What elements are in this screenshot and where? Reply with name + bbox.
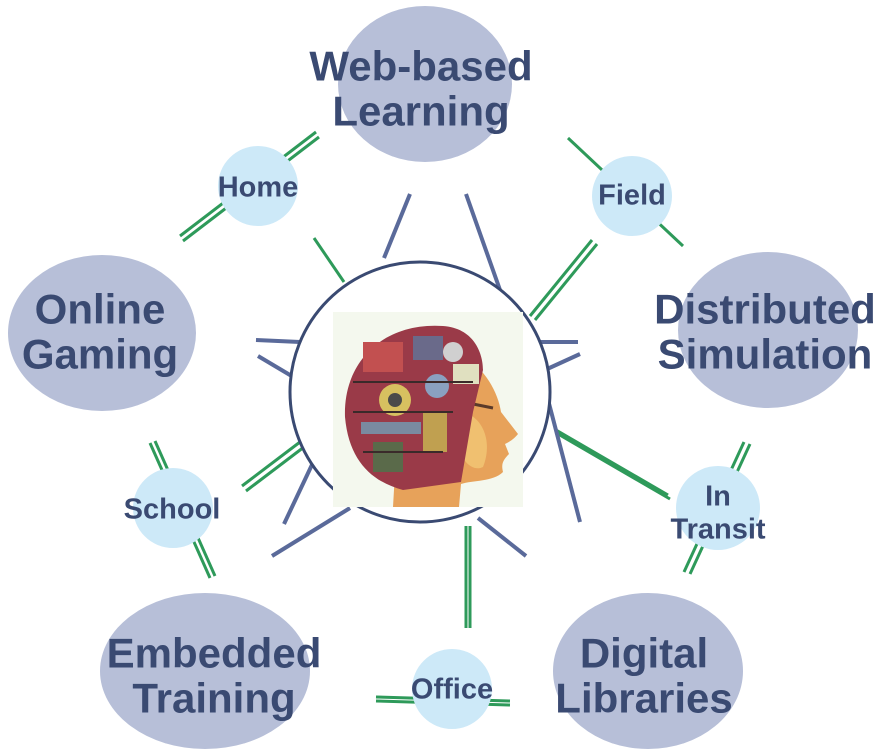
web-based-learning-line1: Web-based — [309, 42, 533, 90]
distributed-simulation-node — [678, 252, 858, 408]
embedded-training-line1: Embedded — [106, 629, 322, 677]
in-transit-label: In Transit — [670, 481, 765, 548]
office-node — [412, 649, 492, 729]
distributed-simulation-line2: Simulation — [657, 331, 873, 378]
field-node — [592, 156, 672, 236]
online-gaming-line2: Gaming — [21, 331, 179, 378]
online-gaming-node — [8, 255, 196, 411]
home-node — [218, 146, 298, 226]
home-label: Home — [217, 171, 299, 204]
embedded-training-node — [100, 593, 310, 749]
brain-machine-head-icon — [333, 312, 523, 507]
embedded-training-label: Embedded Training — [106, 629, 322, 722]
digital-libraries-line2: Libraries — [555, 675, 733, 722]
school-node — [133, 468, 213, 548]
blue-spokes — [255, 193, 582, 558]
digital-libraries-label: Digital Libraries — [555, 629, 733, 722]
distributed-simulation-line1: Distributed — [654, 285, 876, 333]
green-connectors — [148, 130, 752, 707]
digital-libraries-node — [553, 593, 743, 749]
web-based-learning-node — [338, 6, 512, 162]
small-nodes — [133, 146, 760, 729]
embedded-training-line2: Training — [132, 675, 296, 722]
big-nodes — [8, 6, 858, 749]
online-gaming-label: Online Gaming — [21, 285, 179, 378]
digital-libraries-line1: Digital — [579, 629, 709, 677]
web-based-learning-label: Web-based Learning — [309, 42, 533, 135]
field-label: Field — [598, 179, 666, 212]
distributed-simulation-label: Distributed Simulation — [654, 285, 876, 378]
in-transit-node — [676, 466, 760, 550]
online-gaming-line1: Online — [34, 285, 166, 333]
in-transit-line2: Transit — [670, 514, 766, 546]
in-transit-line1: In — [705, 480, 731, 513]
web-based-learning-line2: Learning — [332, 88, 510, 135]
school-label: School — [123, 493, 221, 526]
office-label: Office — [410, 673, 494, 706]
